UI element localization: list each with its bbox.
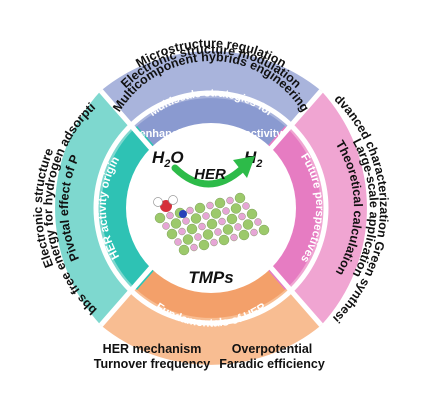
sector-dividers <box>93 89 329 327</box>
lattice-atom <box>218 234 230 246</box>
lattice-atom <box>170 218 182 229</box>
lattice-atom <box>174 238 182 246</box>
lattice-atom <box>214 228 222 236</box>
bottom-outer-item-1: HER mechanism <box>103 342 202 356</box>
reactant-formula: H2O <box>152 148 184 170</box>
lattice-atom <box>230 233 238 242</box>
inner-sector-left <box>101 126 154 290</box>
water-molecule <box>153 195 187 218</box>
inner-sector-bottom <box>137 271 285 318</box>
lattice-atom <box>194 202 206 214</box>
bottom-outer-item-3: Overpotential <box>232 342 313 356</box>
lattice-atom <box>238 212 246 221</box>
lattice-atom <box>242 219 254 230</box>
lattice-atom <box>198 239 210 251</box>
lattice-atom <box>186 206 194 215</box>
lattice-atom <box>202 212 210 220</box>
lattice-atom <box>218 217 226 226</box>
tmp-crystal-lattice <box>154 192 270 256</box>
lattice-atom <box>162 222 170 230</box>
inner-sector-right <box>268 126 321 290</box>
lattice-atom <box>206 218 218 230</box>
lattice-atom <box>250 228 258 237</box>
lattice-atom <box>202 229 214 240</box>
lattice-atom <box>230 203 242 214</box>
lattice-atom <box>178 244 190 256</box>
lattice-atom <box>194 233 202 241</box>
lattice-atom <box>166 228 178 240</box>
lattice-atom <box>154 212 166 224</box>
lattice-atom <box>182 217 190 225</box>
reaction-label: HER <box>194 166 226 183</box>
top-inner-label-2: enhancing catalytic activity <box>139 128 283 140</box>
lattice-atom <box>226 213 238 225</box>
lattice-atom <box>186 223 198 235</box>
material-label: TMPs <box>188 268 233 287</box>
lattice-atom <box>222 224 234 235</box>
lattice-atom <box>178 227 186 236</box>
inner-sector-top <box>137 98 285 145</box>
lattice-atom <box>182 234 194 245</box>
lattice-atom <box>206 201 214 210</box>
lattice-atom <box>242 202 250 210</box>
bottom-outer-item-4: Faradic efficiency <box>219 357 325 371</box>
lattice-atom <box>226 196 234 205</box>
lattice-atom <box>198 222 206 231</box>
lattice-atom <box>234 192 246 204</box>
lattice-atom <box>190 213 202 224</box>
lattice-atom <box>222 207 230 215</box>
bottom-outer-item-2: Turnover frequency <box>94 357 211 371</box>
lattice-atom <box>258 224 270 236</box>
lattice-atom <box>166 211 174 220</box>
lattice-atom <box>190 243 198 252</box>
reaction-arrow-head <box>233 156 255 178</box>
lattice-atom <box>210 208 222 219</box>
lattice-atom <box>214 197 226 209</box>
lattice-atom <box>210 238 218 247</box>
lattice-atom <box>234 223 242 231</box>
lattice-atom <box>238 229 250 241</box>
lattice-atom <box>246 208 258 220</box>
lattice-atom <box>254 218 262 226</box>
reaction-arrow <box>171 164 247 188</box>
